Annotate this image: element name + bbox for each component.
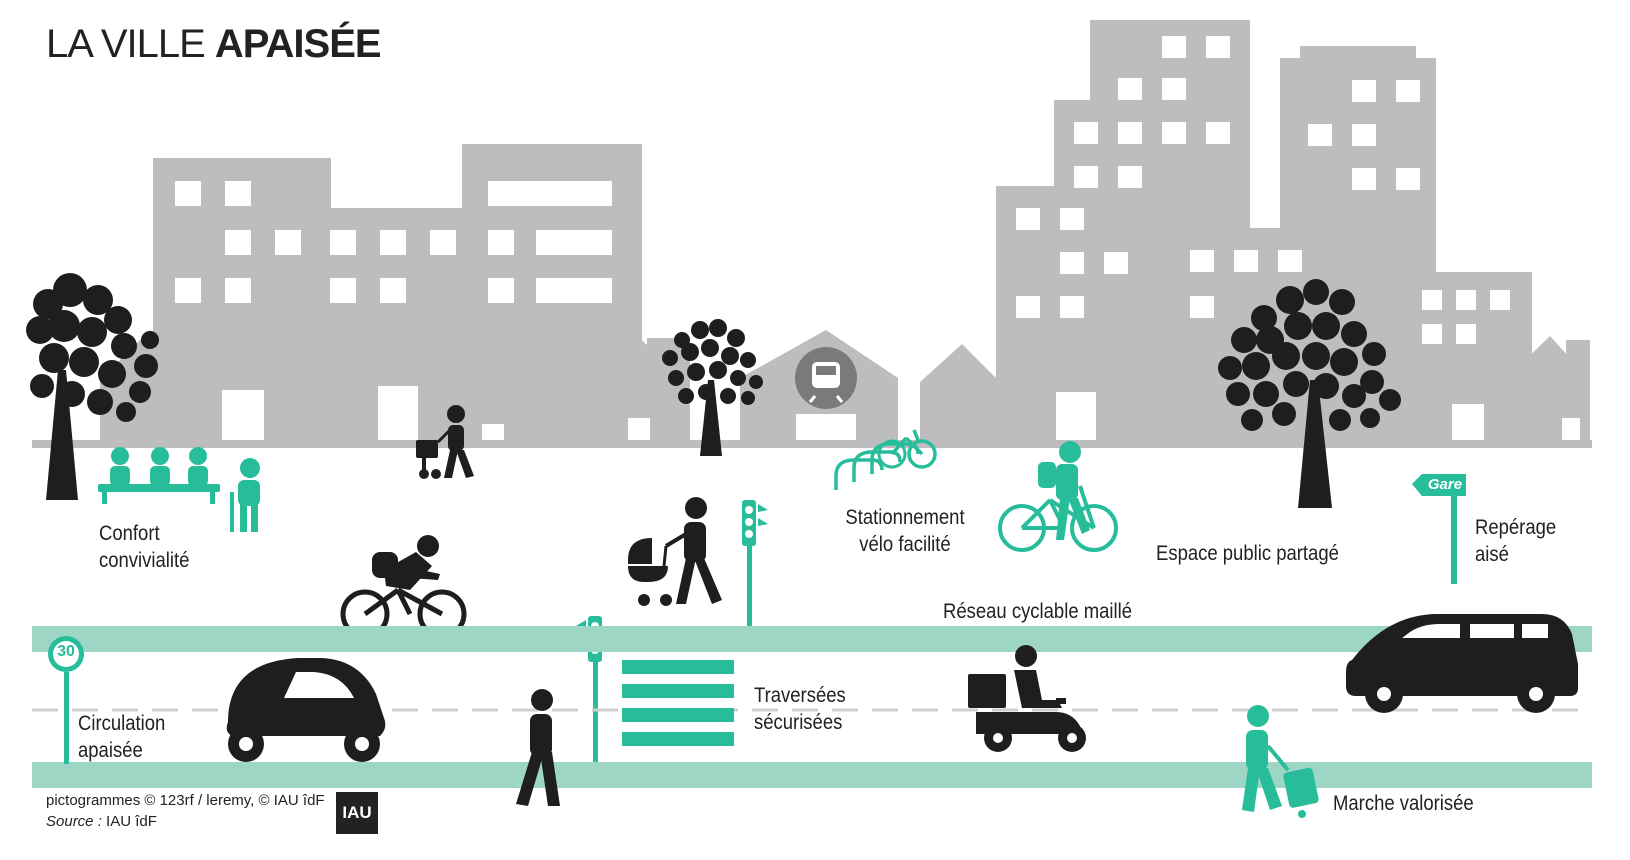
- suitcase-icon: [1242, 705, 1319, 818]
- bench-icon: [98, 447, 260, 532]
- train-station: [740, 330, 898, 448]
- crosswalk: [622, 660, 734, 746]
- page-title: LA VILLE APAISÉE: [46, 22, 382, 67]
- bike-lane-top: [32, 626, 1592, 652]
- label-marche: Marche valorisée: [1333, 792, 1474, 815]
- cyclist-icon: [340, 535, 467, 639]
- bicycle-rack-icon: [834, 429, 937, 490]
- iau-logo: IAU: [336, 792, 378, 834]
- tree-icon: [662, 319, 763, 456]
- label-reseau-cyclable: Réseau cyclable maillé: [943, 600, 1133, 623]
- tree-icon: [26, 273, 159, 500]
- tree-icon: [1218, 279, 1401, 508]
- stroller-icon: [628, 497, 722, 606]
- label-reperage: Repérage aisé: [1475, 516, 1557, 566]
- pedestrian-icon: [416, 405, 474, 479]
- title-bold: APAISÉE: [214, 22, 382, 66]
- pedestrian-icon: [516, 689, 560, 806]
- credits: pictogrammes © 123rf / leremy, © IAU îdF…: [46, 790, 325, 832]
- speed-limit-value: 30: [57, 643, 75, 660]
- scooter-icon: [968, 645, 1086, 752]
- speed-sign-icon: [48, 636, 84, 764]
- cyclist-icon: [998, 441, 1118, 552]
- gare-sign-text: Gare: [1427, 476, 1463, 493]
- buildings-right: [920, 20, 1590, 448]
- road: [32, 626, 1592, 788]
- label-traversees: Traversées sécurisées: [754, 684, 846, 734]
- label-stationnement: Stationnement vélo facilité: [845, 506, 965, 556]
- building-windows-right: [1016, 36, 1580, 448]
- label-confort: Confort convivialité: [99, 522, 190, 572]
- bike-lane-bottom: [32, 762, 1592, 788]
- label-circulation: Circulation apaisée: [78, 712, 166, 762]
- traffic-light-icon: [742, 500, 768, 646]
- credit-line: pictogrammes © 123rf / leremy, © IAU îdF: [46, 792, 325, 809]
- label-espace-public: Espace public partagé: [1156, 542, 1339, 565]
- title-light: LA VILLE: [46, 22, 215, 66]
- minivan-icon: [1346, 614, 1578, 713]
- signpost-icon: [1412, 474, 1466, 584]
- building-windows-left: [175, 181, 650, 448]
- car-icon: [226, 658, 386, 762]
- source-line: Source : IAU îdF: [46, 813, 157, 830]
